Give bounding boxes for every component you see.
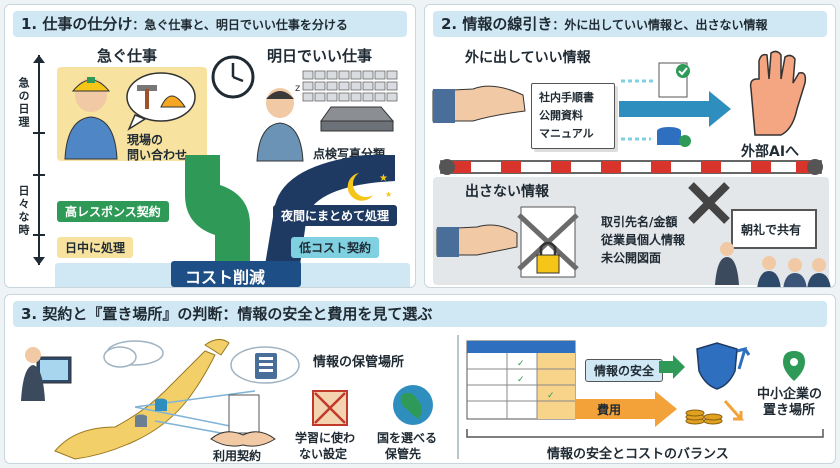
svg-text:★: ★ xyxy=(385,190,392,199)
to-external-ai-label: 外部AIへ xyxy=(741,144,800,160)
cost-reduction-badge xyxy=(171,261,301,287)
storage-label: 情報の保管場所 xyxy=(313,355,405,370)
tools-bubble-icon xyxy=(126,72,196,131)
ng-info-heading: 出さない情報 xyxy=(465,184,549,200)
section-1-subtitle: ：急ぐ仕事と、明日でいい仕事を分ける xyxy=(132,18,348,32)
barrier-bar xyxy=(439,159,823,175)
ok-doc-3: マニュアル xyxy=(539,127,594,140)
ok-doc-2: 公開資料 xyxy=(539,109,583,122)
sme-place-label-2: 置き場所 xyxy=(763,403,816,418)
no-training-label-1: 学習に使わ xyxy=(295,431,356,445)
tired-worker-icon: z xyxy=(256,83,304,162)
balance-area xyxy=(457,335,829,459)
section-1-panel: 1. 仕事の仕分け：急ぐ仕事と、明日でいい仕事を分ける 急の日理 日々な時 急ぐ… xyxy=(4,4,416,288)
contract-label: 利用契約 xyxy=(213,449,262,463)
section-1-header: 1. 仕事の仕分け：急ぐ仕事と、明日でいい仕事を分ける xyxy=(13,11,407,37)
svg-text:★: ★ xyxy=(379,173,388,184)
svg-text:✓: ✓ xyxy=(547,391,555,401)
section-2-subtitle: ：外に出していい情報と、出さない情報 xyxy=(552,18,768,32)
balance-bracket xyxy=(466,429,824,438)
ok-info-heading: 外に出していい情報 xyxy=(465,50,591,66)
whiteboard xyxy=(731,209,817,249)
section-2-header: 2. 情報の線引き：外に出していい情報と、出さない情報 xyxy=(433,11,827,37)
high-response-tag: 高レスポンス契約 xyxy=(57,201,169,222)
site-inquiry-label-2: 問い合わせ xyxy=(127,148,188,162)
cost-reduction-label: コスト削減 xyxy=(185,268,266,287)
ok-flow-arrows xyxy=(619,62,731,147)
night-batch-tag: 夜間にまとめて処理 xyxy=(273,205,398,226)
japan-map-illustration xyxy=(21,339,433,460)
section-3-subtitle: 情報の安全と費用を見て選ぶ xyxy=(237,305,433,323)
ng-item-1: 取引先名/金額 xyxy=(601,215,678,229)
night-icon: ★ ★ xyxy=(347,173,392,201)
low-cost-tag: 低コスト契約 xyxy=(291,237,380,258)
section-1-title: 1. 仕事の仕分け xyxy=(21,15,133,33)
section-3-title: 3. 契約と『置き場所』の判断： xyxy=(21,305,238,323)
cross-mark-icon xyxy=(688,182,730,224)
comparison-table-icon: ✓ ✓ ✓ xyxy=(466,340,576,420)
country-label-1: 国を選べる xyxy=(377,431,438,445)
svg-text:✓: ✓ xyxy=(517,359,525,369)
hand-giving-icon xyxy=(432,85,526,123)
daytime-tag: 日中に処理 xyxy=(57,237,134,258)
ok-document-card xyxy=(531,83,615,149)
urgent-heading: 急ぐ仕事 xyxy=(97,47,158,65)
axis-label-bottom: 日々な時 xyxy=(17,185,30,237)
later-heading: 明日でいい仕事 xyxy=(267,47,373,65)
ng-item-2: 従業員個人情報 xyxy=(601,233,686,247)
time-axis xyxy=(33,55,45,265)
safety-tag: 情報の安全 xyxy=(585,359,664,382)
worker-icon xyxy=(64,77,118,160)
photo-stack-icon xyxy=(302,70,398,132)
cost-arrow-coins xyxy=(575,391,745,427)
country-label-2: 保管先 xyxy=(385,447,422,461)
safety-arrow-shield xyxy=(659,342,751,390)
svg-text:✓: ✓ xyxy=(517,375,525,385)
section-2-panel: 2. 情報の線引き：外に出していい情報と、出さない情報 外に出していい情報 社内… xyxy=(424,4,836,288)
axis-label-top: 急の日理 xyxy=(17,77,30,129)
sme-place-label-1: 中小企業の xyxy=(757,387,823,402)
no-training-label-2: ない設定 xyxy=(299,447,348,461)
section-3-header: 3. 契約と『置き場所』の判断：情報の安全と費用を見て選ぶ xyxy=(13,301,827,327)
section-2-title: 2. 情報の線引き xyxy=(441,15,553,33)
stop-hand-icon xyxy=(749,50,807,136)
site-inquiry-label-1: 現場の xyxy=(127,133,164,147)
ok-doc-1: 社内手順書 xyxy=(539,91,594,104)
balance-caption: 情報の安全とコストのバランス xyxy=(547,447,729,462)
locked-document-icon xyxy=(436,206,579,278)
svg-text:z: z xyxy=(295,83,300,94)
morning-share-label: 朝礼で共有 xyxy=(741,223,802,237)
ng-item-3: 未公開図面 xyxy=(601,251,662,265)
meeting-people-icon xyxy=(715,242,831,287)
section-3-panel: 3. 契約と『置き場所』の判断：情報の安全と費用を見て選ぶ 情報の保管場所 利用… xyxy=(4,294,836,464)
location-pin-icon xyxy=(783,351,805,381)
cost-label: 費用 xyxy=(597,403,622,417)
clock-icon xyxy=(211,55,255,99)
